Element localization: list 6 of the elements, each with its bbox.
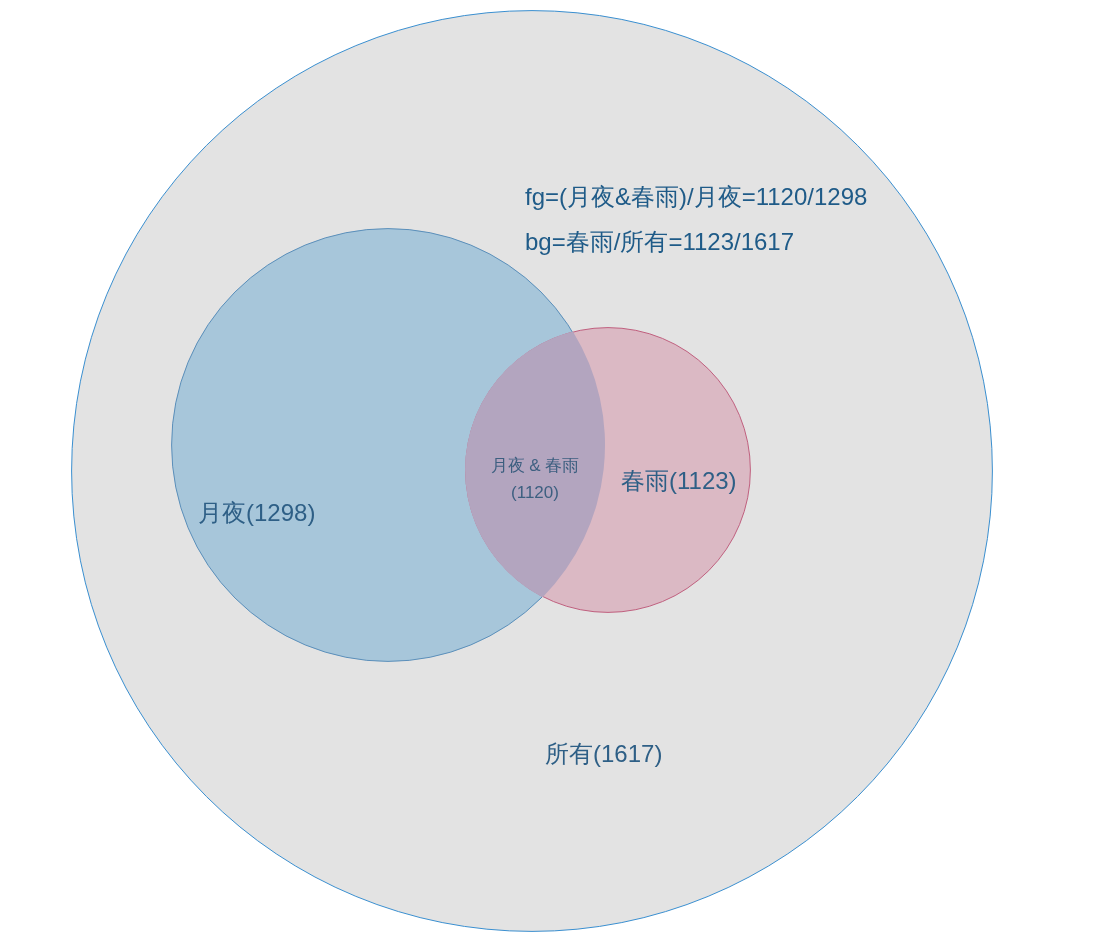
set-label: 所有(1617) [545, 740, 663, 768]
set-label: 月夜(1298) [198, 499, 316, 527]
set-label: 春雨(1123) [621, 467, 737, 495]
overlap-label: 月夜 & 春雨 (1120) [489, 455, 581, 504]
formula-text: bg=春雨/所有=1123/1617 [525, 228, 795, 256]
formula-text: fg=(月夜&春雨)/月夜=1120/1298 [525, 183, 868, 211]
